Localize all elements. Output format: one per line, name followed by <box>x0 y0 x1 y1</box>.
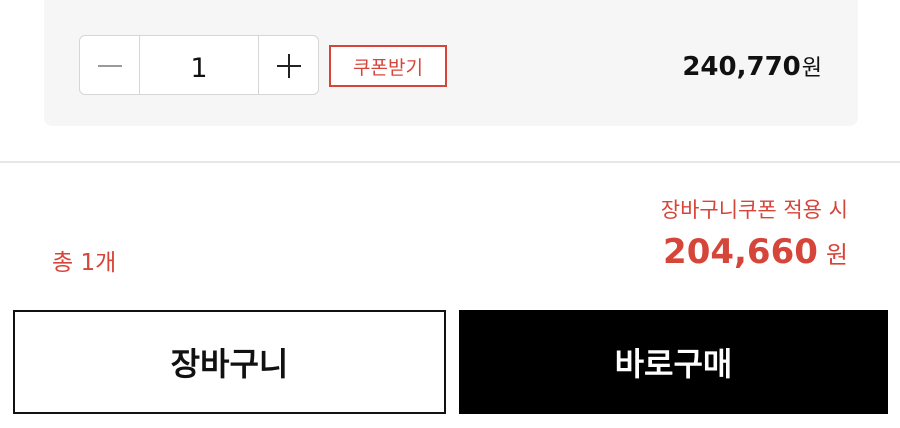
add-to-cart-button[interactable]: 장바구니 <box>13 310 446 414</box>
item-price-value: 240,770 <box>682 52 801 82</box>
cart-coupon-label: 장바구니쿠폰 적용 시 <box>660 198 848 222</box>
divider <box>0 161 900 163</box>
total-count: 총 1개 <box>52 250 117 276</box>
item-price: 240,770 원 <box>682 50 822 82</box>
total-price-value: 204,660 <box>663 232 818 272</box>
quantity-value[interactable]: 1 <box>139 36 259 94</box>
minus-icon[interactable] <box>80 36 139 94</box>
total-price: 204,660 원 <box>663 232 848 272</box>
plus-icon[interactable] <box>259 36 318 94</box>
total-price-unit: 원 <box>825 241 848 269</box>
buy-now-button[interactable]: 바로구매 <box>459 310 888 414</box>
get-coupon-button[interactable]: 쿠폰받기 <box>329 45 447 87</box>
quantity-stepper: 1 <box>79 35 319 95</box>
item-price-unit: 원 <box>801 56 822 81</box>
